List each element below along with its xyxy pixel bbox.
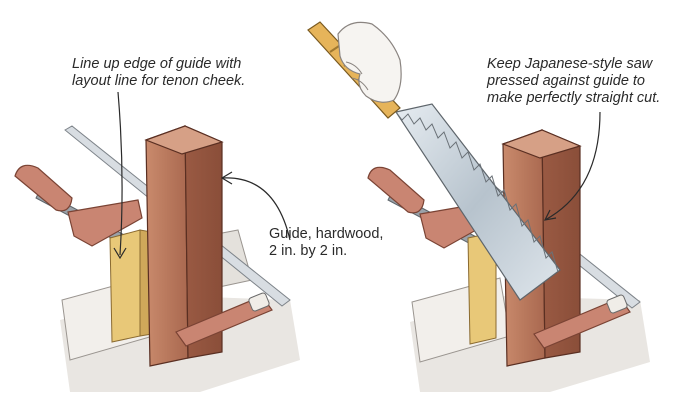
leader-guide — [221, 177, 291, 241]
saw-blade — [395, 103, 561, 301]
annotation-saw-technique-line1: Keep Japanese-style saw — [487, 56, 653, 72]
annotation-guide-material-line1: Guide, hardwood, — [269, 226, 384, 242]
saw-teeth — [395, 111, 559, 273]
leader-alignment — [117, 91, 123, 256]
clamp-lower-handle-right — [533, 297, 631, 349]
leader-saw — [544, 111, 601, 221]
annotation-guide-material-line2: 2 in. by 2 in. — [269, 243, 348, 259]
leader-guide-arrow — [220, 171, 233, 185]
annotation-guide-alignment-line1: Line up edge of guide with — [72, 56, 242, 72]
guide-block-top-left — [144, 125, 224, 155]
guide-block-top-right — [501, 129, 582, 159]
annotation-saw-technique-line2: pressed against guide to — [487, 73, 645, 89]
hand-fingers — [345, 61, 369, 91]
leader-saw-arrow — [543, 209, 557, 221]
annotation-guide-alignment: Line up edge of guide with layout line f… — [72, 56, 245, 90]
tenon-piece-left — [109, 229, 141, 343]
right-scene — [307, 21, 650, 392]
clamp-handle-left — [14, 164, 73, 212]
hand — [337, 21, 402, 103]
clamp-handle-right — [367, 166, 425, 214]
annotation-guide-alignment-line2: layout line for tenon cheek. — [72, 73, 246, 89]
clamp-lower-tip-right — [606, 294, 628, 314]
annotation-saw-technique-line3: make perfectly straight cut. — [487, 90, 661, 106]
leader-alignment-arrow — [113, 247, 127, 260]
clamp-lower-handle-left — [175, 295, 273, 347]
clamp-lower-tip-left — [248, 292, 270, 312]
clamp-jaw-left — [67, 199, 143, 247]
annotation-saw-technique: Keep Japanese-style saw pressed against … — [487, 56, 660, 107]
left-scene — [14, 91, 300, 392]
annotation-guide-material: Guide, hardwood, 2 in. by 2 in. — [269, 226, 383, 260]
